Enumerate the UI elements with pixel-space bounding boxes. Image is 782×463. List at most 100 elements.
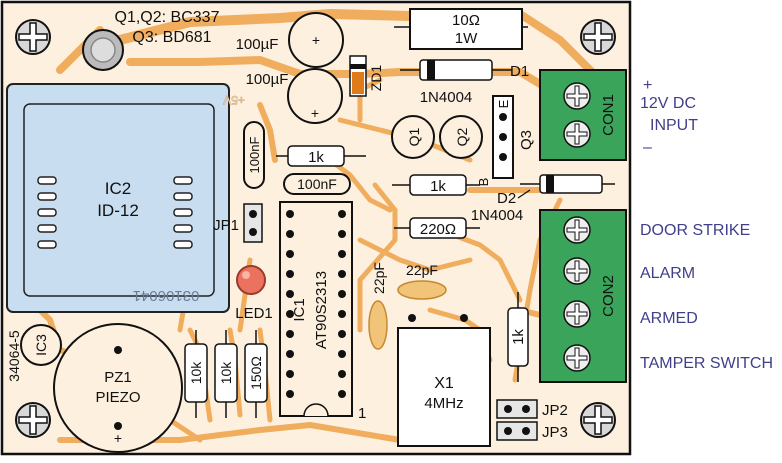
piezo-type-label: PIEZO [95, 389, 140, 406]
transistor-q2-body [439, 115, 483, 159]
capacitor-22pf-a-body [368, 300, 388, 350]
capacitor-100nf-a-body [243, 121, 265, 189]
crystal-x1-label: X1 [434, 375, 454, 392]
input-plus-label: + [643, 77, 653, 94]
capacitor-22pf-b-body [397, 280, 447, 300]
led1-body [236, 265, 266, 295]
ic1-label: IC1 [291, 298, 308, 321]
jumper-jp3-body [496, 421, 538, 441]
jumper-jp1-label: JP1 [213, 217, 239, 234]
jumper-jp2-pin-2 [522, 405, 530, 413]
door-strike-label: DOOR STRIKE [640, 222, 751, 239]
power-resistor-body [409, 8, 523, 50]
ic1-pins [286, 210, 346, 398]
alarm-label: ALARM [640, 265, 696, 282]
crystal-x1-pin-2 [460, 314, 468, 322]
diode-d1-type: 1N4004 [420, 89, 473, 106]
diode-d2-body [539, 174, 603, 194]
transistor-q3-label: Q3 [518, 130, 535, 150]
standoff-hole [90, 37, 116, 63]
power-resistor-value: 10Ω [452, 12, 480, 29]
connector-con2-terminal-1 [563, 216, 591, 244]
capacitor-22pf-b-label: 22pF [406, 262, 438, 278]
transistor-q2-label: Q2 [454, 127, 470, 146]
resistor-1k-b-body [409, 174, 467, 196]
resistor-220-label: 220Ω [420, 221, 456, 238]
input-voltage-label: 12V DC [640, 95, 697, 112]
transistor-q3-pin-e-label: E [496, 99, 511, 108]
supply-5v-label: +5V [223, 93, 245, 107]
capacitor-100nf-a-label: 100nF [247, 137, 262, 174]
capacitor-c1-value: 100µF [236, 36, 279, 53]
input-minus-label: – [643, 139, 652, 156]
zener-zd1-glass [352, 72, 364, 94]
resistor-10k-b-body [214, 343, 238, 403]
crystal-x1-body [397, 327, 491, 447]
module-code-label: 03106041 [133, 287, 200, 304]
diode-d2-band [546, 175, 554, 193]
capacitor-22pf-a-label: 22pF [371, 262, 387, 294]
piezo-pz1-body [53, 323, 183, 453]
diode-d2-arrow [517, 189, 531, 199]
power-resistor-rating: 1W [455, 30, 478, 47]
mounting-screw-top-right [580, 19, 616, 55]
jumper-jp1-body [243, 203, 263, 243]
jumper-jp3-pin-1 [504, 427, 512, 435]
jumper-jp2-label: JP2 [542, 402, 568, 419]
mounting-screw-top-left [15, 19, 51, 55]
resistor-10k-a-label: 10k [188, 361, 204, 385]
connector-con2-label: CON2 [600, 275, 617, 317]
jumper-jp2-pin-1 [504, 405, 512, 413]
connector-con1-terminal-1 [563, 82, 591, 110]
transistor-list-label: Q1,Q2: BC337 [115, 9, 220, 26]
ic2-part-label: ID-12 [97, 201, 139, 220]
transistor-q1-label: Q1 [406, 127, 422, 146]
capacitor-c2-plus: + [311, 105, 319, 121]
piezo-plus-label: + [114, 430, 122, 446]
resistor-1k-a-body [287, 145, 345, 167]
diode-d2-label: D2 [497, 190, 516, 207]
resistor-1k-c-label: 1k [510, 329, 527, 345]
mounting-screw-bottom-left [15, 402, 51, 438]
ic1-part-label: AT90S2313 [313, 271, 330, 349]
resistor-150-label: 150Ω [248, 356, 264, 390]
ic2-module-outline [6, 83, 230, 313]
led1-label: LED1 [235, 305, 273, 322]
resistor-1k-b-label: 1k [430, 178, 446, 195]
armed-label: ARMED [640, 310, 698, 327]
transistor-q3-pin-b-label: B [476, 178, 491, 187]
jumper-jp2-body [496, 399, 538, 419]
input-label: INPUT [650, 117, 698, 134]
diode-d2-type: 1N4004 [471, 207, 524, 224]
resistor-10k-b-label: 10k [218, 361, 234, 385]
connector-con1-terminal-2 [563, 120, 591, 148]
capacitor-c1-plus: + [312, 32, 320, 48]
jumper-jp1-pin-1 [249, 210, 257, 218]
resistor-220-body [409, 217, 467, 239]
transistor-q3-pin-b [499, 153, 507, 161]
transistor-q1-body [391, 115, 435, 159]
zener-zd1-band [350, 64, 366, 69]
diode-d1-body [419, 59, 493, 81]
q3-type-label: Q3: BD681 [132, 29, 211, 46]
capacitor-c2-value: 100µF [246, 71, 289, 88]
connector-con2-terminal-4 [563, 344, 591, 372]
zener-zd1-label: ZD1 [368, 65, 384, 92]
ic2-label: IC2 [105, 179, 131, 198]
transistor-q3-pin-c [499, 133, 507, 141]
connector-con1-label: CON1 [600, 94, 617, 136]
resistor-10k-a-body [184, 343, 208, 403]
piezo-pz1-label: PZ1 [104, 369, 132, 386]
tamper-switch-label: TAMPER SWITCH [640, 355, 774, 372]
mounting-screw-bottom-right [580, 402, 616, 438]
crystal-x1-pin-1 [408, 314, 416, 322]
resistor-150-body [244, 343, 268, 403]
ic1-pin1-label: 1 [358, 405, 366, 422]
led1-highlight [242, 271, 250, 279]
crystal-x1-frequency: 4MHz [424, 395, 463, 412]
connector-con2-terminal-3 [563, 300, 591, 328]
piezo-pz1-pin-2 [114, 422, 122, 430]
ic2-module-inner [23, 103, 215, 297]
